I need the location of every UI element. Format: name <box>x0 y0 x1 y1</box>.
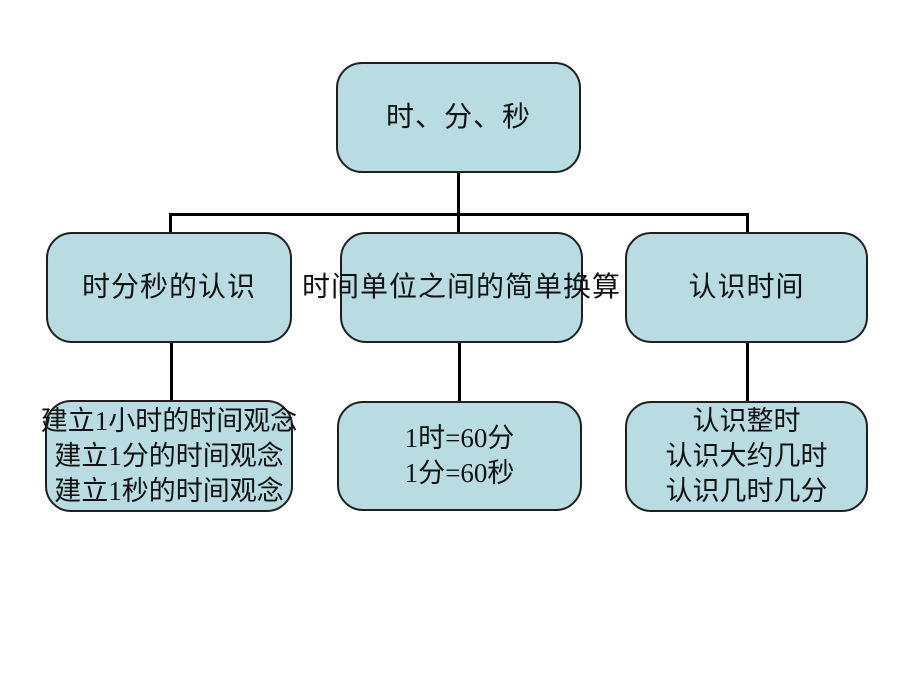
branch-node-label: 认识时间 <box>688 272 805 303</box>
connector-right-branch-to-detail <box>746 341 749 402</box>
root-node-label: 时、分、秒 <box>385 102 531 133</box>
detail-line: 建立1分的时间观念 <box>54 440 284 471</box>
branch-node-unit-conversion: 时间单位之间的简单换算 <box>302 232 620 343</box>
branch-node-label: 时间单位之间的简单换算 <box>302 272 622 303</box>
branch-node-knowing-time: 认识时间 <box>625 232 868 343</box>
detail-line: 认识几时几分 <box>665 476 828 506</box>
connector-left-branch-drop <box>169 213 172 234</box>
detail-line: 建立1秒的时间观念 <box>54 475 284 506</box>
branch-node-label: 时分秒的认识 <box>81 272 256 303</box>
detail-line: 建立1小时的时间观念 <box>40 405 298 436</box>
branch-node-time-recognition: 时分秒的认识 <box>46 232 292 343</box>
detail-node-reading-clock: 认识整时 认识大约几时 认识几时几分 <box>625 401 868 512</box>
detail-line: 1时=60分 <box>404 423 515 453</box>
root-node: 时、分、秒 <box>336 62 581 173</box>
detail-node-time-concepts: 建立1小时的时间观念 建立1分的时间观念 建立1秒的时间观念 <box>41 400 297 512</box>
connector-right-branch-drop <box>746 213 749 234</box>
connector-middle-branch-to-detail <box>458 342 461 402</box>
connector-left-branch-to-detail <box>170 342 173 402</box>
detail-line: 认识大约几时 <box>665 441 828 471</box>
detail-node-conversion-facts: 1时=60分 1分=60秒 <box>337 401 582 511</box>
connector-root-vertical <box>457 172 460 234</box>
detail-line: 1分=60秒 <box>404 458 515 488</box>
detail-line: 认识整时 <box>692 406 801 436</box>
connector-branch-horizontal-bar <box>169 213 749 216</box>
